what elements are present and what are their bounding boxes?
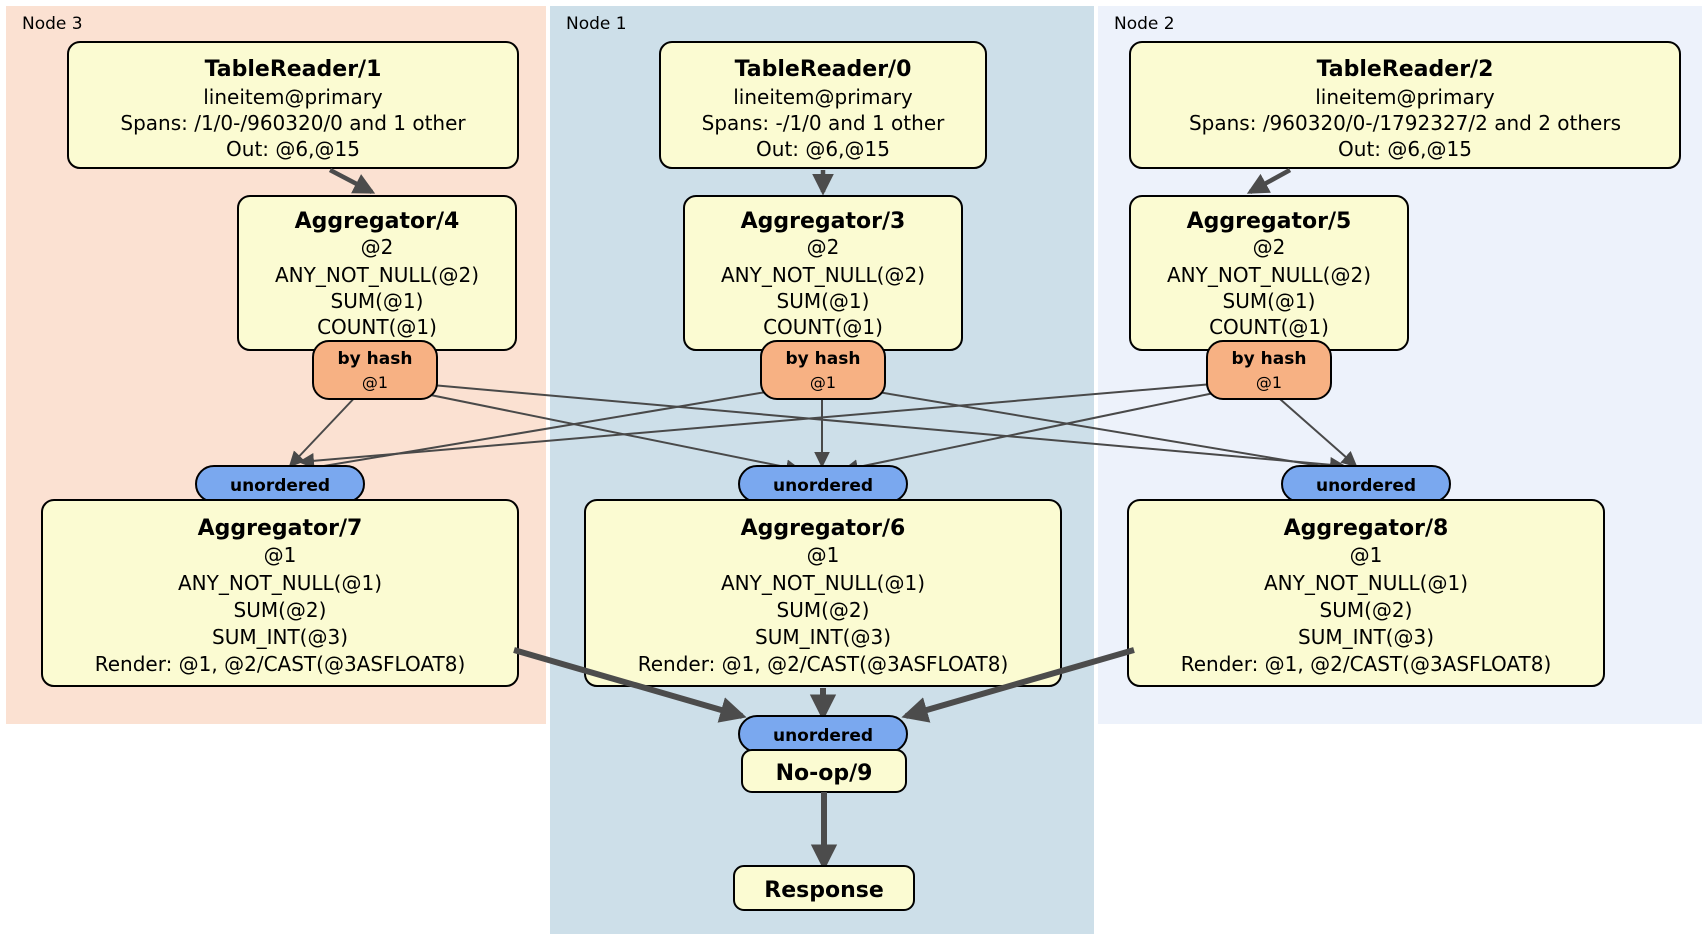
router-label: unordered	[773, 476, 873, 496]
processor-title: Aggregator/5	[1187, 209, 1352, 234]
processor-line: lineitem@primary	[733, 85, 913, 109]
processor-line: @2	[361, 235, 394, 259]
processor-title: TableReader/1	[205, 57, 382, 82]
processor-line: SUM(@2)	[777, 598, 870, 622]
router-unordered-center[interactable]: unordered	[738, 465, 908, 503]
processor-line: Spans: -/1/0 and 1 other	[702, 111, 945, 135]
processor-line: SUM_INT(@3)	[755, 625, 891, 649]
processor-line: Render: @1, @2/CAST(@3ASFLOAT8)	[638, 652, 1009, 676]
processor-line: SUM(@1)	[777, 289, 870, 313]
processor-aggregator-3[interactable]: Aggregator/3 @2 ANY_NOT_NULL(@2) SUM(@1)…	[683, 195, 963, 351]
processor-line: Render: @1, @2/CAST(@3ASFLOAT8)	[1181, 652, 1552, 676]
processor-line: ANY_NOT_NULL(@1)	[1264, 571, 1468, 595]
processor-line: @1	[807, 543, 840, 567]
processor-aggregator-8[interactable]: Aggregator/8 @1 ANY_NOT_NULL(@1) SUM(@2)…	[1127, 499, 1605, 687]
processor-line: @1	[1350, 543, 1383, 567]
router-hash-center[interactable]: by hash @1	[760, 340, 886, 400]
processor-title: Aggregator/3	[741, 209, 906, 234]
processor-title: Aggregator/4	[295, 209, 460, 234]
processor-line: ANY_NOT_NULL(@2)	[275, 263, 479, 287]
router-label: by hash	[786, 349, 861, 369]
processor-line: SUM(@2)	[1320, 598, 1413, 622]
router-sublabel: @1	[810, 373, 836, 392]
processor-title: Aggregator/8	[1284, 516, 1449, 541]
processor-line: Out: @6,@15	[756, 137, 890, 161]
router-label: by hash	[1232, 349, 1307, 369]
processor-line: SUM(@1)	[331, 289, 424, 313]
mesh-edges	[288, 381, 1358, 476]
node-panel-label-node1: Node 1	[566, 14, 627, 34]
processor-tablereader-2[interactable]: TableReader/2 lineitem@primary Spans: /9…	[1129, 41, 1681, 169]
processor-line: Spans: /960320/0-/1792327/2 and 2 others	[1189, 111, 1621, 135]
processor-title: Response	[764, 878, 884, 903]
router-unordered-right[interactable]: unordered	[1281, 465, 1451, 503]
router-label: unordered	[1316, 476, 1416, 496]
processor-line: Render: @1, @2/CAST(@3ASFLOAT8)	[95, 652, 466, 676]
processor-aggregator-6[interactable]: Aggregator/6 @1 ANY_NOT_NULL(@1) SUM(@2)…	[584, 499, 1062, 687]
processor-line: ANY_NOT_NULL(@1)	[721, 571, 925, 595]
router-hash-left[interactable]: by hash @1	[312, 340, 438, 400]
router-unordered-final[interactable]: unordered	[738, 715, 908, 753]
processor-tablereader-1[interactable]: TableReader/1 lineitem@primary Spans: /1…	[67, 41, 519, 169]
processor-line: ANY_NOT_NULL(@2)	[721, 263, 925, 287]
processor-line: ANY_NOT_NULL(@2)	[1167, 263, 1371, 287]
processor-title: Aggregator/6	[741, 516, 906, 541]
processor-noop-9[interactable]: No-op/9	[741, 749, 907, 793]
router-unordered-left[interactable]: unordered	[195, 465, 365, 503]
processor-line: Out: @6,@15	[226, 137, 360, 161]
router-sublabel: @1	[1256, 373, 1282, 392]
processor-tablereader-0[interactable]: TableReader/0 lineitem@primary Spans: -/…	[659, 41, 987, 169]
processor-title: Aggregator/7	[198, 516, 363, 541]
processor-line: lineitem@primary	[203, 85, 383, 109]
processor-line: lineitem@primary	[1315, 85, 1495, 109]
processor-line: COUNT(@1)	[763, 315, 883, 339]
processor-title: No-op/9	[776, 761, 873, 786]
router-hash-right[interactable]: by hash @1	[1206, 340, 1332, 400]
processor-line: Out: @6,@15	[1338, 137, 1472, 161]
processor-aggregator-7[interactable]: Aggregator/7 @1 ANY_NOT_NULL(@1) SUM(@2)…	[41, 499, 519, 687]
processor-line: ANY_NOT_NULL(@1)	[178, 571, 382, 595]
processor-aggregator-4[interactable]: Aggregator/4 @2 ANY_NOT_NULL(@2) SUM(@1)…	[237, 195, 517, 351]
processor-line: COUNT(@1)	[317, 315, 437, 339]
processor-line: COUNT(@1)	[1209, 315, 1329, 339]
processor-line: SUM_INT(@3)	[212, 625, 348, 649]
processor-title: TableReader/2	[1317, 57, 1494, 82]
processor-line: Spans: /1/0-/960320/0 and 1 other	[120, 111, 466, 135]
router-label: unordered	[773, 726, 873, 746]
processor-line: SUM_INT(@3)	[1298, 625, 1434, 649]
node-panel-label-node2: Node 2	[1114, 14, 1175, 34]
processor-aggregator-5[interactable]: Aggregator/5 @2 ANY_NOT_NULL(@2) SUM(@1)…	[1129, 195, 1409, 351]
processor-title: TableReader/0	[735, 57, 912, 82]
node-panel-label-node3: Node 3	[22, 14, 83, 34]
router-label: by hash	[338, 349, 413, 369]
final-convergence-edges	[513, 647, 1135, 723]
processor-line: @2	[1253, 235, 1286, 259]
processor-line: @2	[807, 235, 840, 259]
reader-to-aggregator-edges	[328, 168, 1292, 196]
processor-line: @1	[264, 543, 297, 567]
router-label: unordered	[230, 476, 330, 496]
processor-line: SUM(@2)	[234, 598, 327, 622]
processor-line: SUM(@1)	[1223, 289, 1316, 313]
processor-response[interactable]: Response	[733, 865, 915, 911]
router-sublabel: @1	[362, 373, 388, 392]
